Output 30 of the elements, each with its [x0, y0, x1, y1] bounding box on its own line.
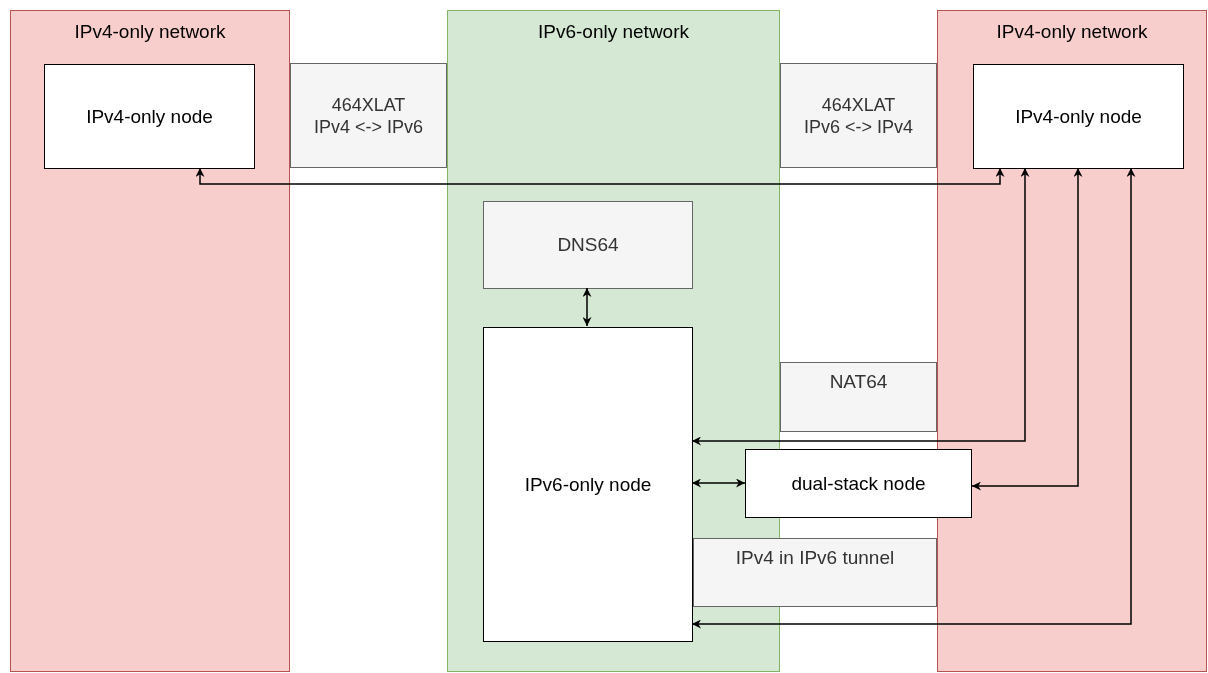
- node-box: [745, 449, 972, 518]
- node-box: [483, 327, 693, 642]
- node-label: IPv4-only node: [85, 105, 214, 128]
- arrow: [691, 167, 1030, 446]
- translator-label: NAT64: [828, 371, 889, 393]
- node-label: IPv6-only node: [523, 473, 653, 496]
- zone-title: IPv4-only network: [73, 21, 227, 43]
- node-box: [973, 64, 1184, 169]
- translator-label: 464XLAT IPv6 <-> IPv4: [802, 93, 915, 138]
- translator-box: [780, 63, 937, 168]
- arrow: [971, 167, 1083, 491]
- network-zone: [937, 10, 1207, 672]
- translator-label: 464XLAT IPv4 <-> IPv6: [312, 93, 425, 138]
- translator-box: [483, 201, 693, 289]
- translator-box: [290, 63, 447, 168]
- arrow: [691, 167, 1136, 629]
- arrow: [582, 287, 592, 327]
- translator-label: IPv4 in IPv6 tunnel: [734, 547, 896, 569]
- node-label: dual-stack node: [790, 472, 927, 495]
- arrow: [195, 167, 1005, 185]
- node-label: IPv4-only node: [1014, 105, 1143, 128]
- node-box: [44, 64, 255, 169]
- zone-title: IPv6-only network: [537, 21, 690, 43]
- network-zone: [10, 10, 290, 672]
- translator-box: [693, 538, 937, 607]
- translator-label: DNS64: [556, 234, 620, 256]
- translator-box: [780, 362, 937, 432]
- arrow: [691, 478, 746, 488]
- network-zone: [447, 10, 780, 672]
- zone-title: IPv4-only network: [995, 21, 1149, 43]
